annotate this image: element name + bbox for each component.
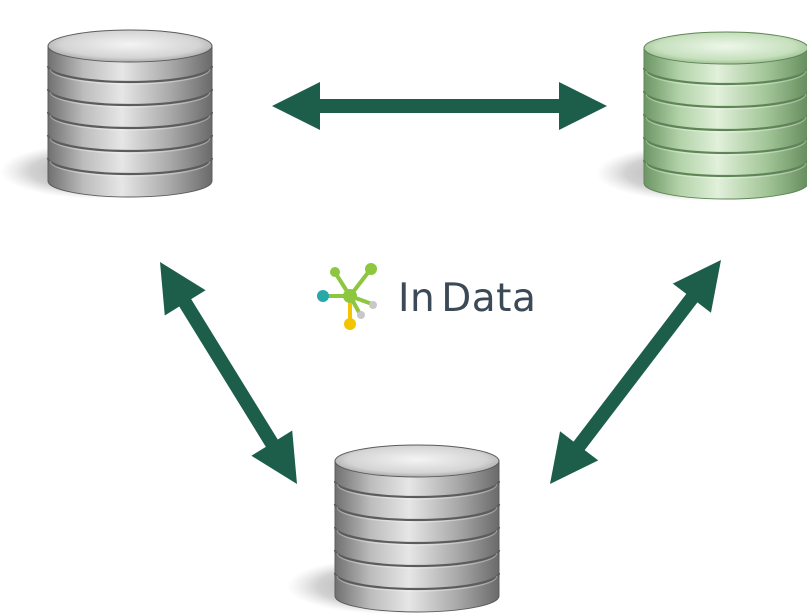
database-disk-line: [333, 572, 501, 591]
database-disk-line: [333, 480, 501, 499]
double-arrow-3: [550, 260, 721, 484]
logo-text-in: In: [398, 276, 435, 321]
database-top-right: [596, 31, 807, 201]
database-disk-line: [333, 503, 501, 522]
double-arrow-shape: [160, 262, 298, 484]
double-arrow-shape: [272, 82, 607, 130]
database-disk-highlight: [336, 575, 498, 592]
database-disk-line: [642, 136, 807, 155]
database-disk-highlight: [336, 529, 498, 546]
database-disk-line: [642, 67, 807, 86]
database-disk-highlight: [645, 70, 807, 87]
logo-node-teal: [317, 290, 329, 302]
double-arrow-2: [160, 262, 298, 484]
logo-node-gray: [357, 311, 365, 319]
database-body: [47, 45, 213, 198]
database-disk-highlight: [336, 552, 498, 569]
double-arrow-shape: [550, 260, 721, 484]
database-disk-line: [46, 65, 214, 84]
database-top: [643, 31, 807, 65]
database-disk-line: [46, 157, 214, 176]
double-arrow-1: [272, 82, 607, 130]
database-disk-line: [46, 88, 214, 107]
database-body: [643, 47, 807, 200]
database-disk-highlight: [49, 160, 211, 177]
database-disk-highlight: [49, 137, 211, 154]
database-disk-line: [642, 159, 807, 178]
database-disk-line: [46, 111, 214, 130]
database-disk-line: [333, 526, 501, 545]
database-disk-line: [642, 90, 807, 109]
database-disk-highlight: [645, 93, 807, 110]
database-disk-highlight: [336, 483, 498, 500]
database-disk-highlight: [49, 68, 211, 85]
molecule-network-icon: [317, 263, 377, 330]
database-disk-highlight: [336, 506, 498, 523]
database-disk-line: [333, 549, 501, 568]
logo-text-data: Data: [441, 276, 536, 321]
database-disk-highlight: [49, 114, 211, 131]
database-top: [334, 444, 500, 478]
database-top-left: [0, 29, 214, 199]
database-disk-highlight: [49, 91, 211, 108]
database-disk-line: [642, 113, 807, 132]
logo-node-green: [365, 263, 377, 275]
logo-node-center: [343, 289, 357, 303]
database-disk-line: [46, 134, 214, 153]
logo-node-gray: [369, 301, 377, 309]
database-top: [47, 29, 213, 63]
database-disk-highlight: [645, 139, 807, 156]
database-bottom: [287, 444, 501, 614]
database-body: [334, 460, 500, 613]
logo-node-green: [330, 267, 340, 277]
database-disk-highlight: [645, 116, 807, 133]
logo-node-yellow: [344, 318, 356, 330]
database-disk-highlight: [645, 162, 807, 179]
